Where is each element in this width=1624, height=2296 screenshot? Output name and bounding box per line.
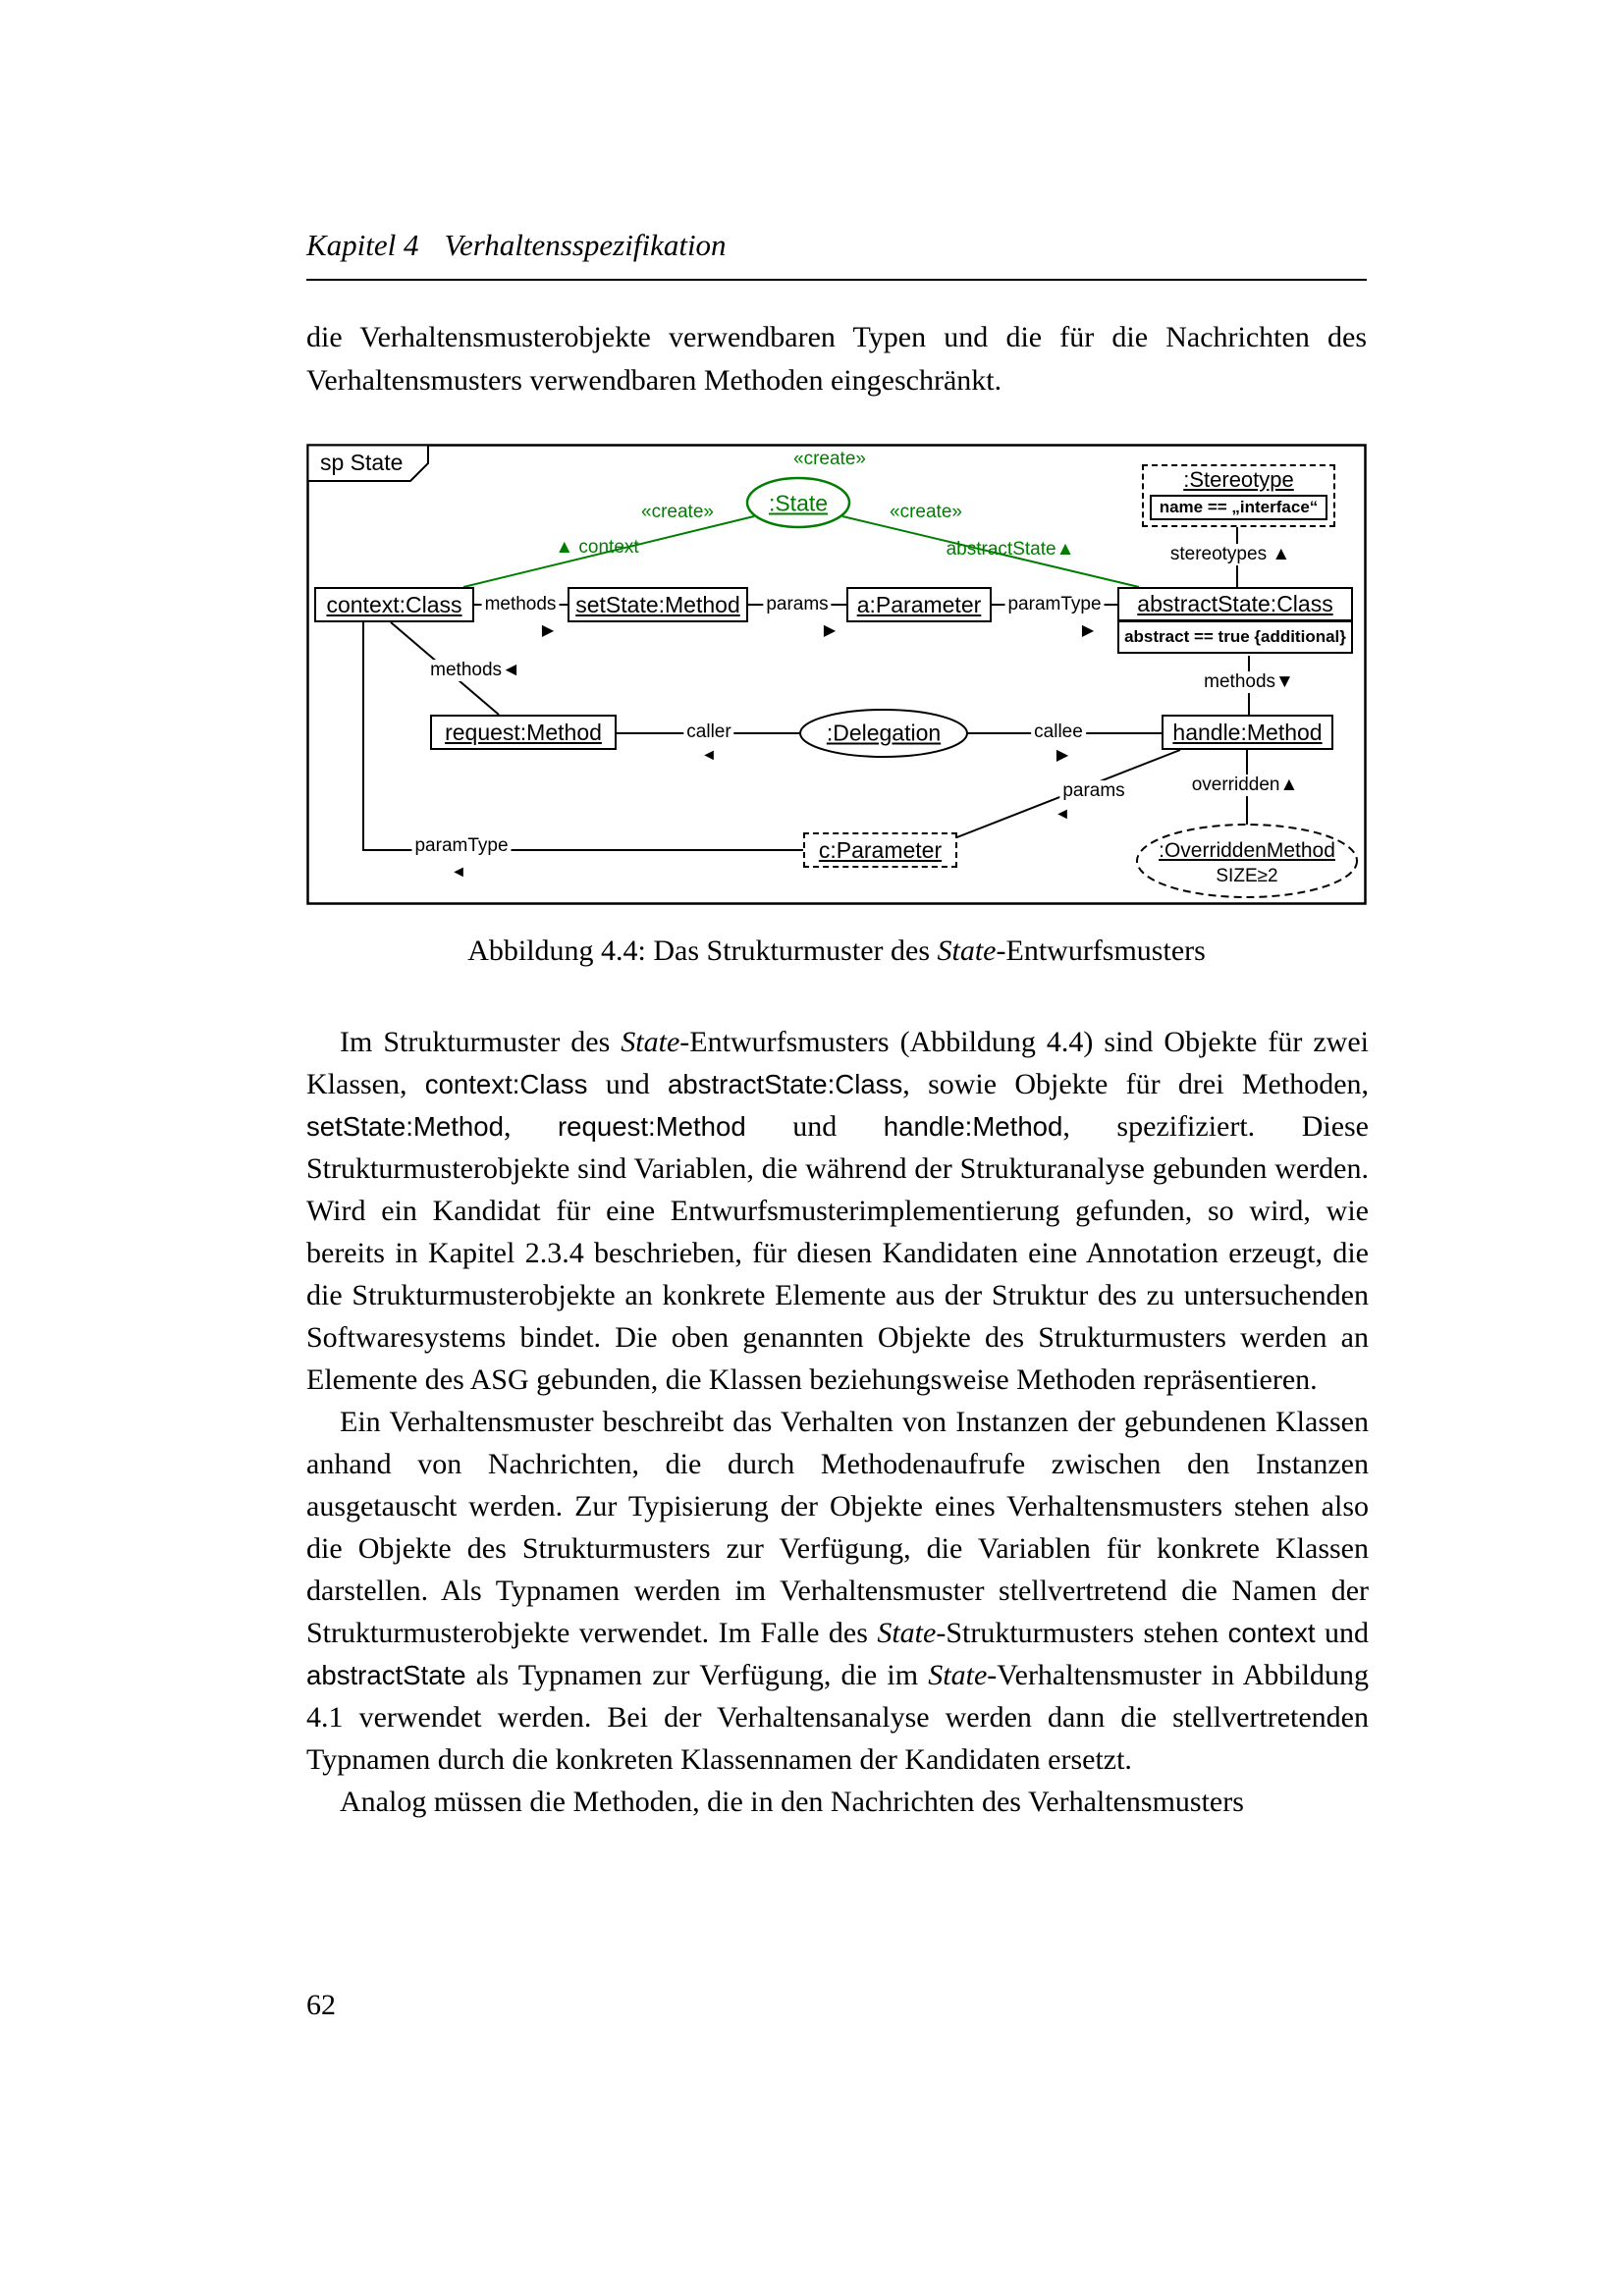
overridden-size-label: SIZE≥2 [1216,866,1278,886]
paragraph-3: Analog müssen die Methoden, die in den N… [340,1786,1244,1818]
frame-border [306,444,1367,905]
node-setstate-method-label: setState:Method [575,591,740,617]
chapter-header: Kapitel 4 Verhaltensspezifikation [306,228,727,263]
methods-context-request-label: methods◄ [427,660,523,681]
create-top-label: «create» [790,449,869,470]
node-stereotype-constraint: name == „interface“ [1149,495,1328,521]
stereotypes-label: stereotypes ▲ [1166,544,1294,565]
create-right-label: «create» [887,502,965,523]
context-role-label: ▲ context [555,537,639,559]
callee-arrow: ▶ [1056,746,1069,764]
paramtype-top-label: paramType [1004,594,1105,615]
frame-tab [306,444,429,482]
methods-top-arrow: ▶ [541,621,555,639]
paragraph-2: Ein Verhaltensmuster beschreibt das Verh… [306,1406,1370,1776]
intro-paragraph: die Verhaltensmusterobjekte verwendbaren… [306,321,1367,397]
node-request-method-label: request:Method [445,719,602,745]
paramtype-top-arrow: ▶ [1081,621,1095,639]
methods-abstractstate-handle-label: methods▼ [1201,671,1297,693]
node-context-class: context:Class [314,587,474,622]
edge-create-context [462,515,755,588]
node-c-parameter: c:Parameter [803,832,957,868]
delegation-ellipse [799,709,968,758]
edge-paramtype-context-cparameter [362,622,803,851]
frame-label: sp State [320,450,404,475]
node-a-parameter: a:Parameter [846,587,992,622]
chapter-title: Verhaltensspezifikation [444,228,727,262]
node-handle-method: handle:Method [1162,715,1333,750]
paramtype-bottom-label: paramType [411,835,512,857]
overridden-label: overridden▲ [1188,774,1302,796]
callee-label: callee [1031,721,1086,743]
node-c-parameter-label: c:Parameter [818,836,943,863]
node-request-method: request:Method [430,715,617,750]
params-top-label: params [763,594,832,615]
header-rule [306,279,1367,281]
diagram-canvas [306,444,1367,905]
chapter-number: Kapitel 4 [306,228,419,262]
node-context-class-label: context:Class [326,591,462,617]
node-abstract-constraint-label: abstract == true {additional} [1124,627,1346,646]
paramtype-bottom-arrow: ◄ [451,863,466,881]
node-stereotype-title: :Stereotype [1183,467,1294,492]
node-stereotype: :Stereotype name == „interface“ [1142,464,1335,527]
state-ellipse [745,476,851,529]
create-left-label: «create» [638,502,717,523]
paragraph-1: Im Strukturmuster des State-Entwurfsmust… [306,1026,1370,1396]
node-a-parameter-label: a:Parameter [856,591,982,617]
node-abstract-constraint: abstract == true {additional} [1117,620,1353,654]
methods-top-label: methods [481,594,560,615]
node-abstractstate-class: abstractState:Class [1117,587,1353,621]
caller-label: caller [683,721,734,743]
node-abstractstate-class-label: abstractState:Class [1137,591,1333,616]
state-label: :State [768,490,829,516]
overridden-method-label: :OverriddenMethod [1159,839,1335,862]
figure-state-structure-pattern: sp State context:Class setState:Method a… [306,444,1367,905]
params-handle-label: params [1059,780,1128,802]
abstractstate-role-label: abstractState▲ [946,539,1075,561]
figure-caption: Abbildung 4.4: Das Strukturmuster des St… [467,934,1206,967]
params-handle-arrow: ◄ [1055,805,1070,823]
edge-create-abstractstate [841,515,1140,588]
delegation-label: :Delegation [826,720,942,746]
body-text: Im Strukturmuster des State-Entwurfsmust… [306,1021,1369,1823]
page-number: 62 [306,1989,336,2021]
caller-arrow: ◄ [701,746,717,764]
overridden-method-ellipse [1136,824,1358,898]
node-setstate-method: setState:Method [568,587,748,622]
params-top-arrow: ▶ [823,621,837,639]
node-handle-method-label: handle:Method [1172,719,1323,745]
